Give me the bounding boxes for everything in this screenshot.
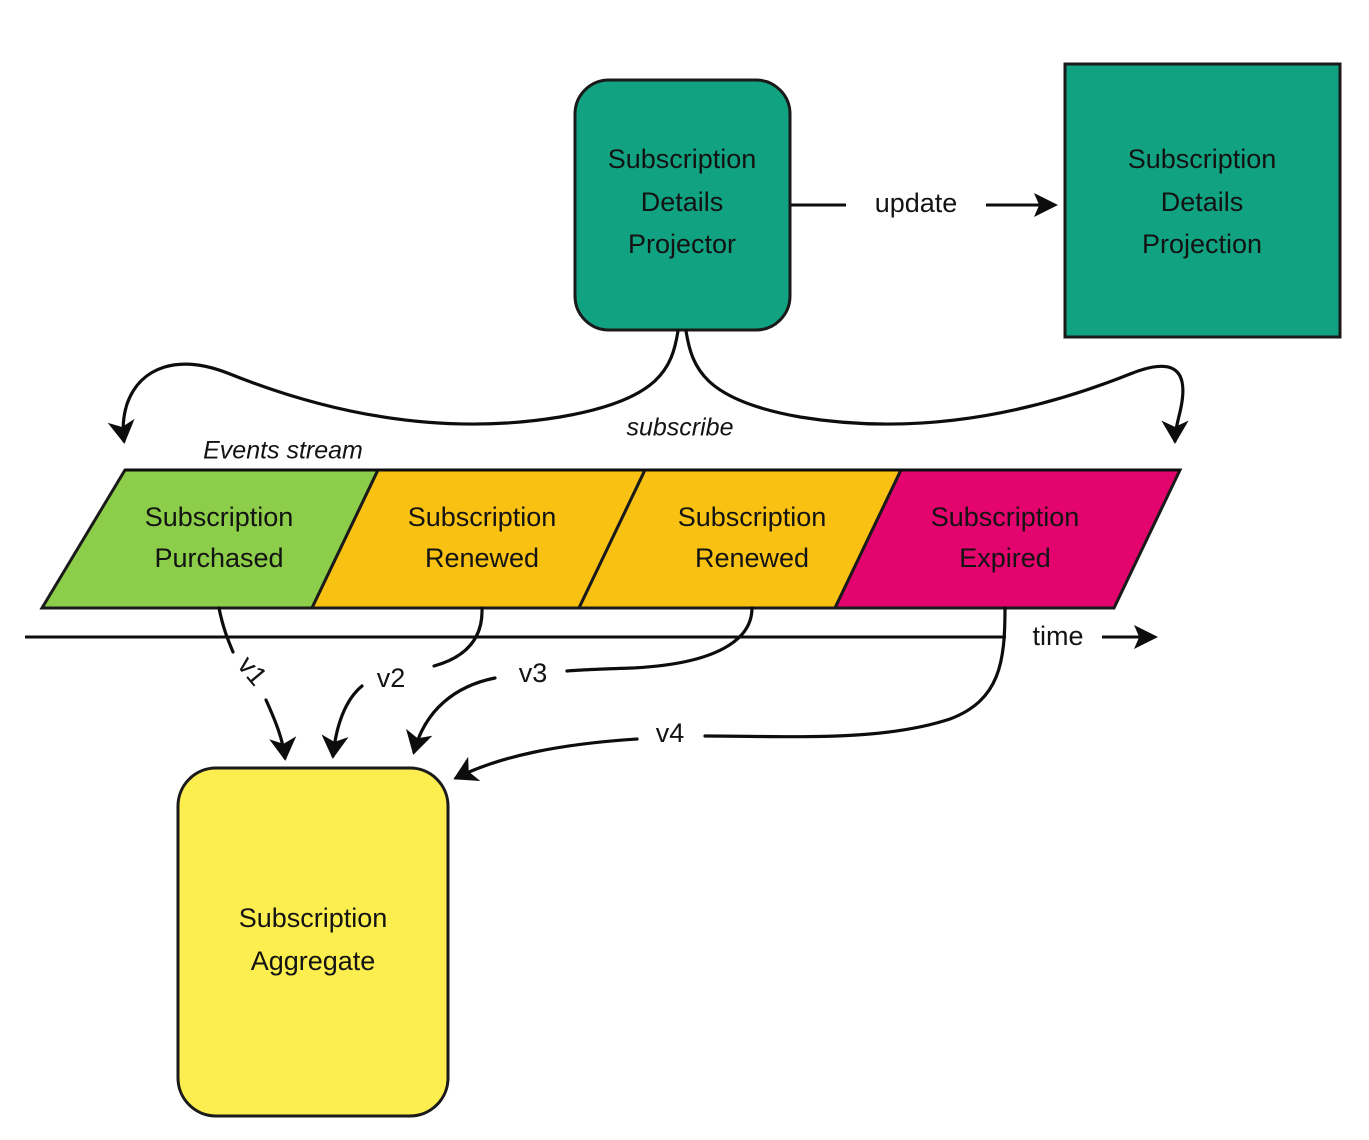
v2-stub — [432, 606, 484, 668]
event-2-label-line1: Subscription — [678, 502, 827, 532]
update-label: update — [875, 188, 958, 218]
projection-label-line1: Subscription — [1128, 144, 1277, 174]
projection-label-line2: Details — [1161, 187, 1244, 217]
events-stream-caption: Events stream — [203, 437, 363, 465]
edge-v4: v4 — [453, 606, 1007, 782]
v3-label: v3 — [519, 658, 548, 688]
event-3-label-line2: Expired — [959, 543, 1051, 573]
projector-label-line3: Projector — [628, 229, 736, 259]
event-0-label-line2: Purchased — [154, 543, 283, 573]
time-axis-label: time — [1032, 621, 1083, 651]
time-axis: time — [25, 621, 1158, 651]
v4-arrow — [453, 737, 639, 782]
v2-label: v2 — [377, 663, 406, 693]
aggregate-label-line1: Subscription — [239, 903, 388, 933]
event-1-label-line1: Subscription — [408, 502, 557, 532]
node-subscription-details-projector[interactable]: Subscription Details Projector — [573, 78, 792, 332]
edge-subscribe: subscribe — [107, 329, 1189, 444]
projector-label-line1: Subscription — [608, 144, 757, 174]
edge-v3: v3 — [406, 606, 754, 755]
v1-stub — [217, 606, 235, 654]
event-block-3[interactable]: Subscription Expired — [832, 468, 1183, 610]
subscribe-curve-left — [107, 329, 680, 444]
event-block-1[interactable]: Subscription Renewed — [309, 468, 648, 610]
edge-update: update — [791, 188, 1058, 218]
event-3-label-line1: Subscription — [931, 502, 1080, 532]
aggregate-box[interactable] — [176, 766, 450, 1118]
aggregate-label-line2: Aggregate — [251, 946, 376, 976]
node-subscription-details-projection[interactable]: Subscription Details Projection — [1063, 62, 1342, 339]
edge-v1: v1 — [217, 606, 297, 761]
subscribe-curve-right — [684, 329, 1189, 444]
edge-v2: v2 — [321, 606, 484, 759]
event-2-label-line2: Renewed — [695, 543, 809, 573]
projection-label-line3: Projection — [1142, 229, 1262, 259]
projector-label-line2: Details — [641, 187, 724, 217]
node-subscription-aggregate[interactable]: Subscription Aggregate — [176, 766, 450, 1118]
v1-arrow — [264, 698, 297, 761]
v3-arrow — [406, 676, 497, 755]
projector-box[interactable] — [573, 78, 792, 332]
v4-label: v4 — [656, 718, 685, 748]
events-stream: Subscription Purchased Subscription Rene… — [39, 437, 1183, 610]
v4-stub — [703, 606, 1007, 739]
projection-box[interactable] — [1063, 62, 1342, 339]
event-0-label-line1: Subscription — [145, 502, 294, 532]
v2-arrow — [321, 684, 364, 759]
subscribe-label: subscribe — [627, 414, 734, 442]
v3-stub — [565, 606, 754, 673]
event-1-label-line2: Renewed — [425, 543, 539, 573]
v1-label: v1 — [232, 650, 273, 691]
